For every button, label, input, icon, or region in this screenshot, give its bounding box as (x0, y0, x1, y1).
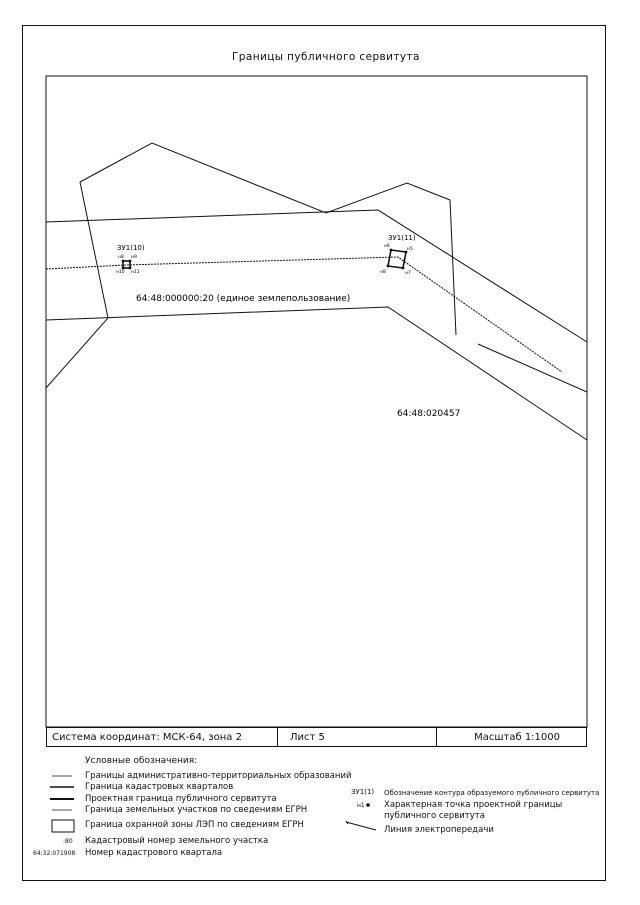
legend-symbol-point: н1 (357, 802, 365, 809)
map-area-border (45, 75, 588, 728)
point-right-3 (401, 266, 405, 270)
legend-power-line-tick (345, 820, 349, 825)
legend-item-quarter-no: Номер кадастрового квартала (85, 848, 223, 858)
legend-item-contour: Обозначение контура образуемого публично… (384, 789, 600, 797)
point-right-2 (404, 250, 408, 254)
point-label-left-3: н10 (116, 269, 125, 275)
point-left-4 (128, 266, 132, 270)
strip-right-line (477, 343, 588, 393)
point-right-4 (386, 264, 390, 268)
legend-point-symbol (366, 803, 370, 807)
servitude-contour-left (122, 260, 131, 269)
point-left-2 (128, 259, 132, 263)
parcel-label: 64:48:000000:20 (единое землепользование… (136, 294, 350, 304)
legend-rect-ohz (51, 819, 75, 833)
point-label-right-4: н8 (380, 269, 386, 275)
coordinate-system: Система координат: МСК-64, зона 2 (47, 728, 278, 746)
point-label-left-2: н9 (131, 254, 137, 260)
point-left-3 (121, 266, 125, 270)
point-left-1 (121, 259, 125, 263)
point-label-right-1: н6 (384, 243, 390, 249)
legend-symbol-quarter-no: 64:32:071908 (33, 850, 76, 857)
legend-symbol-contour: ЗУ1(1) (351, 788, 375, 796)
map-scale: Масштаб 1:1000 (474, 731, 560, 743)
parcel-boundary-upper (79, 142, 457, 336)
zu-label-left: ЗУ1(10) (117, 244, 145, 252)
drawing-frame (22, 25, 606, 881)
legend-item-parcel: Граница земельных участков по сведениям … (85, 805, 308, 815)
parcel-boundary-left (45, 181, 109, 389)
legend-item-admin: Границы административно-территориальных … (85, 771, 352, 781)
legend-item-servitude: Проектная граница публичного сервитута (85, 794, 277, 804)
legend-symbol-parcel-no: :80 (63, 838, 73, 845)
legend-power-line (345, 821, 377, 831)
point-right-1 (389, 248, 393, 252)
quarter-label: 64:48:020457 (397, 409, 460, 419)
legend-item-quarter: Граница кадастровых кварталов (85, 782, 234, 792)
point-label-right-3: н7 (405, 270, 411, 276)
servitude-contour-right (387, 249, 407, 269)
sheet-number: Лист 5 (278, 728, 437, 746)
page-title: Границы публичного сервитута (232, 51, 420, 63)
point-label-right-2: н5 (407, 246, 413, 252)
power-line (45, 256, 563, 373)
point-label-left-4: н11 (131, 269, 140, 275)
point-label-left-1: н8 (118, 254, 124, 260)
legend-item-parcel-no: Кадастровый номер земельного участка (85, 836, 269, 846)
legend-heading: Условные обозначения: (85, 756, 198, 766)
legend-item-point: Характерная точка проектной границы публ… (384, 800, 563, 821)
strip-lower-line (45, 306, 588, 441)
title-block: Система координат: МСК-64, зона 2 Лист 5… (46, 727, 587, 747)
strip-upper-line (45, 209, 588, 343)
legend-item-ohz: Граница охранной зоны ЛЭП по сведениям Е… (85, 820, 304, 830)
zu-label-right: ЗУ1(11) (388, 234, 416, 242)
legend-item-power-line: Линия электропередачи (384, 825, 494, 835)
